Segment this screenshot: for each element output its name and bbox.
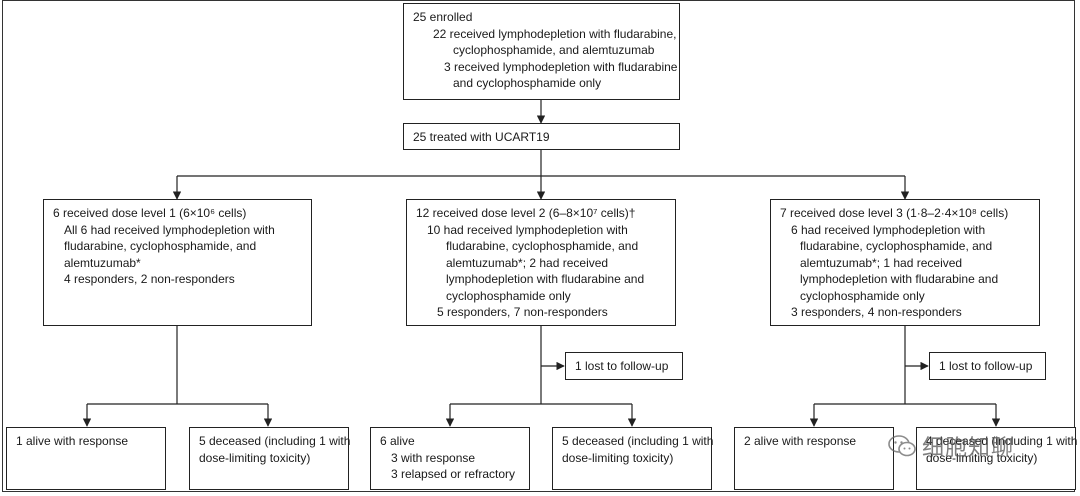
dose1-responders: 4 responders, 2 non-responders xyxy=(64,272,235,286)
dose2-line: lymphodepletion with fludarabine and xyxy=(446,272,645,286)
dose2-line: fludarabine, cyclophosphamide, and xyxy=(446,239,639,253)
treated-box: 25 treated with UCART19 xyxy=(403,123,680,150)
dose3-line: alemtuzumab*; 1 had received xyxy=(800,255,963,270)
outcome-deceased-dose1: 5 deceased (including 1 with dose-limiti… xyxy=(189,427,351,490)
dose1-line: fludarabine, cyclophosphamide, and xyxy=(64,239,257,253)
dose2-line: cyclophosphamide only xyxy=(446,288,571,303)
outcome-alive-dose1: 1 alive with response xyxy=(6,427,166,490)
out2a-line: 3 relapsed or refractory xyxy=(391,467,516,481)
enrolled-line: 22 received lymphodepletion with fludara… xyxy=(433,26,677,41)
dose-level-1-box: 6 received dose level 1 (6×10⁶ cells) Al… xyxy=(43,199,312,326)
dose-level-2-box: 12 received dose level 2 (6–8×10⁷ cells)… xyxy=(406,199,676,326)
watermark-text: 细胞知聊 xyxy=(922,436,1015,461)
lost-follow-up-box-3: 1 lost to follow-up xyxy=(929,352,1046,380)
out1b-line: 5 deceased (including 1 with xyxy=(199,434,351,448)
out2a-line: 3 with response xyxy=(391,450,476,465)
enrolled-title: 25 enrolled xyxy=(413,10,473,24)
lost2-text: 1 lost to follow-up xyxy=(575,359,669,373)
dose2-responders: 5 responders, 7 non-responders xyxy=(437,305,608,319)
watermark: 细胞知聊 xyxy=(888,428,1058,464)
dose1-line: alemtuzumab* xyxy=(64,255,141,270)
enrolled-line: 3 received lymphodepletion with fludarab… xyxy=(444,59,678,74)
out3a-text: 2 alive with response xyxy=(744,434,857,448)
out2b-line: dose-limiting toxicity) xyxy=(562,450,674,465)
dose1-line: All 6 had received lymphodepletion with xyxy=(64,222,275,237)
outcome-alive-dose2: 6 alive 3 with response 3 relapsed or re… xyxy=(370,427,530,490)
lost-follow-up-box-2: 1 lost to follow-up xyxy=(565,352,683,380)
dose3-line: fludarabine, cyclophosphamide, and xyxy=(800,239,993,253)
dose2-title: 12 received dose level 2 (6–8×10⁷ cells)… xyxy=(416,206,636,220)
enrolled-line: and cyclophosphamide only xyxy=(453,76,602,90)
outcome-deceased-dose3: 4 deceased (including 1 with dose-limiti… xyxy=(916,427,1078,490)
dose2-line: 10 had received lymphodepletion with xyxy=(427,222,628,237)
out2b-line: 5 deceased (including 1 with xyxy=(562,434,714,448)
out1b-line: dose-limiting toxicity) xyxy=(199,450,311,465)
dose-level-3-box: 7 received dose level 3 (1·8–2·4×10⁸ cel… xyxy=(770,199,1040,326)
enrolled-line: cyclophosphamide, and alemtuzumab xyxy=(453,43,655,57)
dose3-responders: 3 responders, 4 non-responders xyxy=(791,305,962,319)
out1a-text: 1 alive with response xyxy=(16,434,129,448)
out2a-title: 6 alive xyxy=(380,434,415,448)
out3b-line: 4 deceased (including 1 with xyxy=(926,434,1078,448)
dose2-line: alemtuzumab*; 2 had received xyxy=(446,255,609,270)
dose3-title: 7 received dose level 3 (1·8–2·4×10⁸ cel… xyxy=(780,206,1009,220)
lost3-text: 1 lost to follow-up xyxy=(939,359,1033,373)
dose3-line: lymphodepletion with fludarabine and xyxy=(800,272,999,286)
outcome-alive-dose3: 2 alive with response xyxy=(734,427,894,490)
enrolled-box: 25 enrolled 22 received lymphodepletion … xyxy=(403,3,680,100)
out3b-line: dose-limiting toxicity) xyxy=(926,450,1038,465)
treated-title: 25 treated with UCART19 xyxy=(413,130,550,144)
dose3-line: 6 had received lymphodepletion with xyxy=(791,222,986,237)
wechat-logo-icon xyxy=(888,435,916,457)
dose3-line: cyclophosphamide only xyxy=(800,288,925,303)
dose1-title: 6 received dose level 1 (6×10⁶ cells) xyxy=(53,206,247,220)
outcome-deceased-dose2: 5 deceased (including 1 with dose-limiti… xyxy=(552,427,714,490)
